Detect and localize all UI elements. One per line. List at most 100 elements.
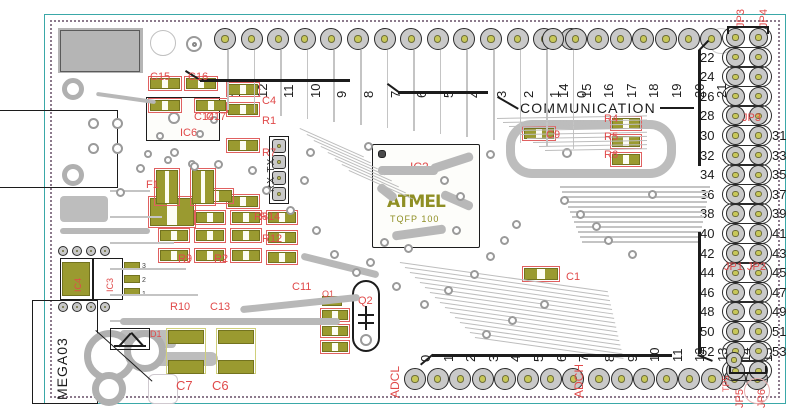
trace-segment [519,50,522,143]
header-pin-pad[interactable] [726,263,745,283]
trace-segment [578,231,701,233]
header-pin-pad[interactable] [400,28,423,50]
header-pin-pad[interactable] [564,28,587,50]
serial-header-outline[interactable] [269,136,289,204]
header-pin-pad[interactable] [749,302,768,322]
header-pin-pad[interactable] [517,368,539,390]
header-pin-pad[interactable] [726,204,745,224]
header-pin-pad[interactable] [726,184,745,204]
header-pin-pad[interactable] [677,28,700,50]
header-pin-pad[interactable] [726,302,745,322]
header-pin-pad[interactable] [749,263,768,283]
ic6-via-5 [144,150,152,158]
header-pin-pad[interactable] [267,28,290,50]
header-pin-pad[interactable] [609,28,632,50]
adch-label: ADCH [572,363,586,398]
header-pin-pad[interactable] [610,368,633,390]
header-pin-pad[interactable] [426,368,449,390]
header-pin-label: 50 [700,324,715,339]
header-pin-pad[interactable] [749,165,768,185]
header-pin-pad[interactable] [506,28,529,50]
ic3-pad-1 [124,262,140,270]
header-pin-pad[interactable] [749,106,768,126]
component-refdes: C16 [188,71,209,83]
usb-connector-body [60,30,140,72]
board-outline [44,14,786,404]
component-outline [522,266,560,282]
header-pin-pad[interactable] [749,47,768,67]
header-pin-pad[interactable] [726,224,745,243]
header-pin-pad[interactable] [726,47,745,67]
trace-segment [580,236,700,238]
header-pin-pad[interactable] [749,204,768,224]
header-pin-pad[interactable] [214,28,236,50]
header-pin-pad[interactable] [726,243,745,263]
component-outline [194,228,226,243]
component-refdes: R14 [260,211,281,223]
header-pin-pad[interactable] [749,341,768,361]
via [330,250,339,259]
standoff-pad-3 [92,372,126,406]
header-pin-pad[interactable] [749,126,768,145]
header-pin-pad[interactable] [749,243,768,263]
header-pin-pad[interactable] [749,145,768,165]
header-pin-pad[interactable] [700,28,723,50]
header-pin-pad[interactable] [726,28,745,47]
header-pin-pad[interactable] [749,86,768,106]
header-pin-pad[interactable] [542,28,564,50]
header-pin-pad[interactable] [588,368,610,390]
header-pin-pad[interactable] [726,106,745,126]
header-pin-pad[interactable] [678,368,701,390]
header-pin-pad[interactable] [749,28,768,47]
header-pin-pad[interactable] [726,67,745,87]
c7-pad-top [168,330,204,344]
header-pin-pad[interactable] [632,28,655,50]
header-pin-pad[interactable] [749,282,768,302]
header-pin-pad[interactable] [726,126,745,145]
header-pin-label: 28 [700,108,715,124]
header-pin-pad[interactable] [655,28,677,50]
header-pin-label: 39 [772,206,787,222]
header-pin-pad[interactable] [726,322,745,341]
header-pin-pad[interactable] [726,86,745,106]
header-pin-pad[interactable] [726,165,745,185]
trace-segment [333,50,335,122]
c7-pad-bottom [168,360,204,374]
header-pin-pad[interactable] [726,282,745,302]
header-pin-pad[interactable] [655,368,678,390]
header-pin-pad[interactable] [749,67,768,87]
header-pin-pad[interactable] [539,368,562,390]
header-pin-pad[interactable] [701,368,723,390]
header-pin-pad[interactable] [749,224,768,243]
header-pin-pad[interactable] [726,145,745,165]
header-pin-pad[interactable] [749,184,768,204]
ground-trace [120,318,340,325]
header-pin-pad[interactable] [373,28,396,50]
header-pin-pad[interactable] [749,322,768,341]
serial-pad-4 [272,187,286,201]
header-pin-pad[interactable] [449,368,472,390]
header-pin-pad[interactable] [320,28,343,50]
header-pin-pad[interactable] [453,28,476,50]
header-pin-pad[interactable] [494,368,517,390]
header-pin-pad[interactable] [471,368,494,390]
via-cluster-d [112,143,123,154]
component-outline [190,168,216,206]
header-pin-pad[interactable] [587,28,610,50]
d1-refdes: D1 [150,329,162,339]
header-pin-pad[interactable] [480,28,502,50]
component-body [150,100,180,111]
header-pin-pad[interactable] [293,28,316,50]
component-refdes: R1 [262,115,277,127]
trace-segment [360,50,362,125]
header-pin-pad[interactable] [240,28,263,50]
header-pin-pad[interactable] [633,368,656,390]
component-outline [226,102,260,117]
header-pin-pad[interactable] [562,368,585,390]
trace-segment [568,206,706,208]
header-pin-pad[interactable] [347,28,369,50]
trace-segment [582,241,699,243]
header-pin-label: 31 [772,128,787,143]
header-pin-pad[interactable] [404,368,426,390]
header-pin-pad[interactable] [426,28,449,50]
